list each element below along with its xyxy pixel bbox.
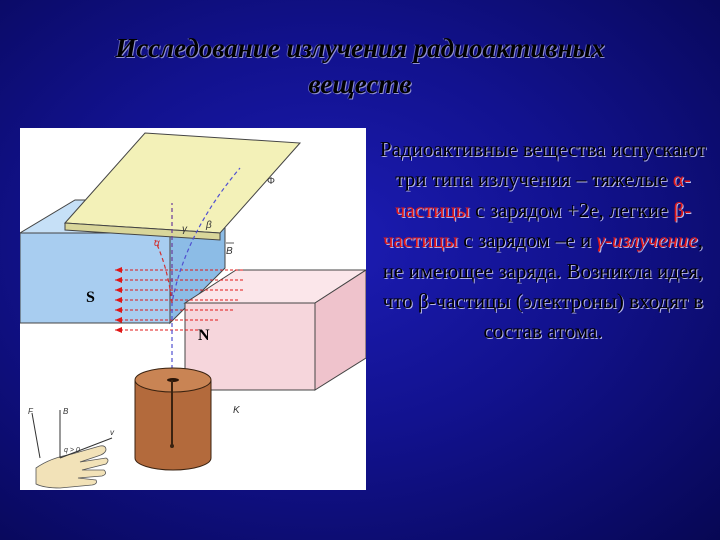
gamma-radiation-word: -излучение xyxy=(604,228,698,253)
gamma-symbol: γ xyxy=(596,228,605,253)
body-text-part-1: Радиоактивные вещества испускают три тип… xyxy=(379,137,707,192)
hand-force-arrow xyxy=(31,412,41,459)
label-k: K xyxy=(233,405,241,416)
hand-label-f: F xyxy=(28,407,34,416)
hand-label-v: v xyxy=(110,428,115,437)
slide-title: Исследование излучения радиоактивных вещ… xyxy=(40,30,680,102)
slide-body-text: Радиоактивные вещества испускают три тип… xyxy=(372,134,714,347)
left-hand-rule-inset: F B v q > 0 xyxy=(20,396,120,490)
magnetic-deflection-figure: Φ γ β α B S N K F B v q > 0 xyxy=(20,128,366,490)
alpha-symbol: α- xyxy=(672,167,691,192)
slide-title-line-1: Исследование излучения радиоактивных xyxy=(115,33,605,63)
body-text-part-2: с зарядом +2е, легкие xyxy=(469,197,674,222)
label-beta: β xyxy=(205,220,212,231)
alpha-beam xyxy=(154,239,173,304)
magnetic-field-lines xyxy=(115,269,245,331)
photo-plate-edge xyxy=(64,222,221,241)
beta-phrase: β-частицы xyxy=(383,197,692,253)
hand-label-b: B xyxy=(63,407,69,416)
field-arrowheads xyxy=(115,267,122,333)
hand-icon xyxy=(35,445,109,489)
photo-plate xyxy=(63,132,302,234)
slide-title-line-2: веществ xyxy=(308,69,412,99)
magnet-n-end xyxy=(314,269,366,391)
body-text-part-4: , не имеющее заряда. Возникла идея, что … xyxy=(382,228,704,344)
hand-label-condition: q > 0 xyxy=(64,447,80,454)
beta-beam xyxy=(171,167,241,446)
label-alpha: α xyxy=(154,238,160,249)
label-gamma: γ xyxy=(182,224,188,235)
label-s-pole: S xyxy=(86,289,95,306)
body-text-part-3: с зарядом –е и xyxy=(458,228,597,253)
alpha-word: частицы xyxy=(394,197,470,222)
label-phi: Φ xyxy=(267,176,275,187)
label-n-pole: N xyxy=(198,327,210,344)
label-b-vector: B xyxy=(226,246,233,257)
deflection-diagram: Φ γ β α B S N K F B v q > 0 xyxy=(20,132,366,490)
radioactive-source xyxy=(170,444,174,448)
radiation-beams xyxy=(154,167,241,446)
hand-v-arrow xyxy=(59,437,113,459)
